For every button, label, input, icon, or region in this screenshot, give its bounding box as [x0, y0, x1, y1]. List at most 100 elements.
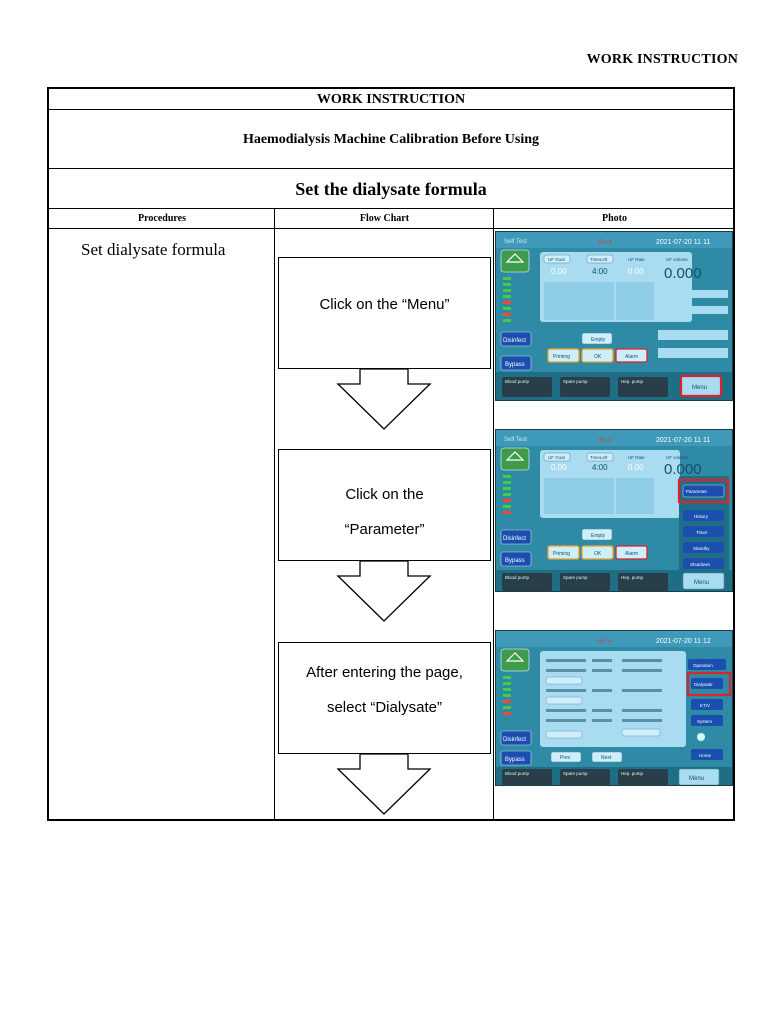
svg-text:Hep. pump: Hep. pump	[621, 771, 644, 776]
svg-text:OK: OK	[594, 354, 602, 360]
svg-text:Disinfect: Disinfect	[503, 338, 526, 344]
parameter-highlight	[677, 478, 730, 504]
table-title: WORK INSTRUCTION	[316, 92, 466, 107]
status-leds	[503, 676, 511, 715]
svg-text:Home: Home	[699, 753, 712, 758]
procedure-text: Set dialysate formula	[81, 240, 226, 259]
ok-button	[581, 348, 614, 363]
svg-text:2021-07-20 11 11: 2021-07-20 11 11	[656, 437, 710, 444]
svg-text:Operation: Operation	[693, 663, 713, 668]
empty-button	[581, 332, 613, 345]
flow-arrow-3	[336, 754, 432, 815]
status-leds	[503, 277, 511, 322]
settings-icon	[697, 733, 705, 741]
disinfect-button	[500, 331, 532, 347]
flow-step-3-line1: After entering the page,	[306, 664, 463, 681]
screen-label: Self Test	[504, 239, 527, 245]
svg-text:History: History	[694, 514, 709, 519]
home-icon	[505, 652, 525, 662]
svg-text:4:00: 4:00	[592, 267, 608, 276]
svg-text:Hep. pump: Hep. pump	[621, 575, 644, 580]
svg-text:UF volume: UF volume	[666, 455, 688, 460]
svg-text:0.00: 0.00	[551, 267, 567, 276]
svg-text:KT/V: KT/V	[700, 703, 710, 708]
svg-text:Timer: Timer	[696, 530, 708, 535]
svg-text:Bypass: Bypass	[505, 362, 525, 368]
bypass-button	[500, 355, 532, 371]
svg-text:4:00: 4:00	[592, 463, 608, 472]
home-icon	[505, 451, 525, 461]
svg-text:Prev: Prev	[560, 755, 571, 761]
operation-button	[688, 659, 726, 670]
flow-step-1: Click on the “Menu”	[278, 257, 491, 369]
flow-step-3-line2: select “Dialysate”	[326, 699, 443, 716]
svg-text:Menu: Menu	[692, 385, 707, 391]
svg-text:Alarm: Alarm	[625, 354, 638, 360]
svg-text:Blood pump: Blood pump	[505, 771, 530, 776]
svg-text:OK: OK	[594, 551, 602, 557]
home-button	[500, 648, 530, 672]
svg-text:Priming: Priming	[553, 551, 570, 557]
svg-text:Blood pump: Blood pump	[505, 379, 530, 384]
svg-text:Empty: Empty	[591, 337, 606, 343]
svg-text:0.00: 0.00	[551, 463, 567, 472]
svg-text:TimeLeft: TimeLeft	[590, 455, 608, 460]
flow-arrow-2	[336, 561, 432, 622]
svg-text:Bypass: Bypass	[505, 558, 525, 564]
svg-text:Disinfect: Disinfect	[503, 536, 526, 542]
svg-text:System: System	[697, 719, 712, 724]
prev-button	[550, 751, 582, 763]
svg-text:Menu: Menu	[694, 580, 709, 586]
svg-text:Spare pump: Spare pump	[563, 575, 588, 580]
svg-text:Shutdown: Shutdown	[690, 562, 711, 567]
section-title: Set the dialysate formula	[295, 179, 487, 199]
svg-text:Disinfect: Disinfect	[503, 737, 526, 743]
dialysate-highlight	[686, 671, 732, 697]
svg-text:Err 4: Err 4	[599, 438, 613, 444]
menu-button-highlight	[679, 374, 723, 398]
machine-photo-menu: Self Test Err 4 2021-07-20 11 11 UF Goal…	[495, 231, 733, 401]
svg-text:Dialysate: Dialysate	[694, 682, 713, 687]
priming-button	[547, 348, 580, 363]
svg-text:Next: Next	[601, 755, 612, 761]
svg-text:Alarm: Alarm	[625, 551, 638, 557]
flow-step-2-line1: Click on the	[345, 486, 424, 503]
svg-text:Hep. pump: Hep. pump	[621, 379, 644, 384]
svg-text:Parameter: Parameter	[686, 489, 708, 494]
home-button	[500, 249, 530, 273]
flow-step-3: After entering the page, select “Dialysa…	[278, 642, 491, 754]
column-photo: Photo	[602, 213, 627, 224]
column-flow-chart: Flow Chart	[359, 213, 410, 224]
flow-step-2-line2: “Parameter”	[344, 521, 425, 538]
svg-text:UF Goal: UF Goal	[548, 455, 565, 460]
work-instruction-table: WORK INSTRUCTION Haemodialysis Machine C…	[47, 87, 735, 821]
flow-step-2: Click on the “Parameter”	[278, 449, 491, 561]
svg-text:Self Test: Self Test	[504, 437, 527, 443]
status-leds	[503, 475, 511, 514]
svg-text:0.00: 0.00	[628, 267, 644, 276]
flow-arrow-1	[336, 369, 432, 430]
svg-text:UF Goal: UF Goal	[548, 257, 565, 262]
svg-text:Spare pump: Spare pump	[563, 771, 588, 776]
svg-text:0.000: 0.000	[664, 461, 702, 478]
machine-photo-parameter: Self Test Err 4 2021-07-20 11 11 UF Goal…	[495, 429, 733, 592]
svg-text:Menu: Menu	[689, 776, 704, 782]
machine-photo-dialysate: Err 4 2021-07-20 11 12 Disinfect Bypass …	[495, 630, 733, 786]
svg-text:0.000: 0.000	[664, 265, 702, 282]
svg-text:Err 4: Err 4	[599, 639, 613, 645]
svg-text:Standby: Standby	[693, 546, 710, 551]
svg-text:Priming: Priming	[553, 354, 570, 360]
column-procedures: Procedures	[138, 213, 186, 224]
err-label: Err 4	[599, 240, 613, 246]
datetime: 2021-07-20 11 11	[656, 239, 710, 246]
svg-text:UF Rate: UF Rate	[628, 257, 645, 262]
dialysate-panel	[540, 651, 686, 747]
next-button	[591, 751, 623, 763]
svg-text:Bypass: Bypass	[505, 757, 525, 763]
page-header: WORK INSTRUCTION	[586, 52, 738, 67]
home-icon	[505, 253, 525, 263]
svg-text:TimeLeft: TimeLeft	[590, 257, 608, 262]
dialysate-button	[691, 678, 723, 689]
svg-text:UF volume: UF volume	[666, 257, 688, 262]
svg-text:Blood pump: Blood pump	[505, 575, 530, 580]
